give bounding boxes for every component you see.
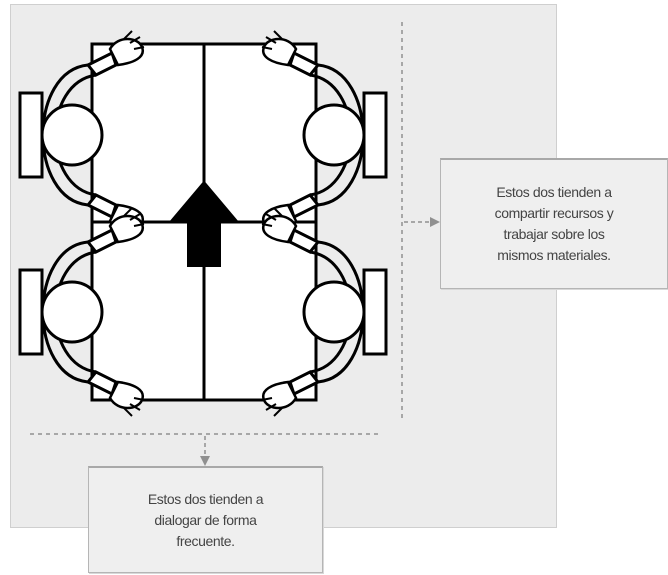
dashed-guide-bottom [30,433,380,466]
callout-shared-resources: Estos dos tienden a compartir recursos y… [440,158,668,289]
callout-line: Estos dos tienden a [147,490,264,507]
callout-line: frecuente. [176,532,235,549]
callout-line: mismos materiales. [497,247,611,263]
callout-line: dialogar de forma [154,511,257,528]
callout-line: Estos dos tienden a [496,184,612,200]
callout-line: compartir recursos y [494,205,614,221]
callout-dialogue: Estos dos tienden a dialogar de forma fr… [88,466,323,573]
callout-line: trabajar sobre los [503,226,605,242]
dashed-guide-right [401,22,440,420]
up-arrow-icon [169,180,239,267]
